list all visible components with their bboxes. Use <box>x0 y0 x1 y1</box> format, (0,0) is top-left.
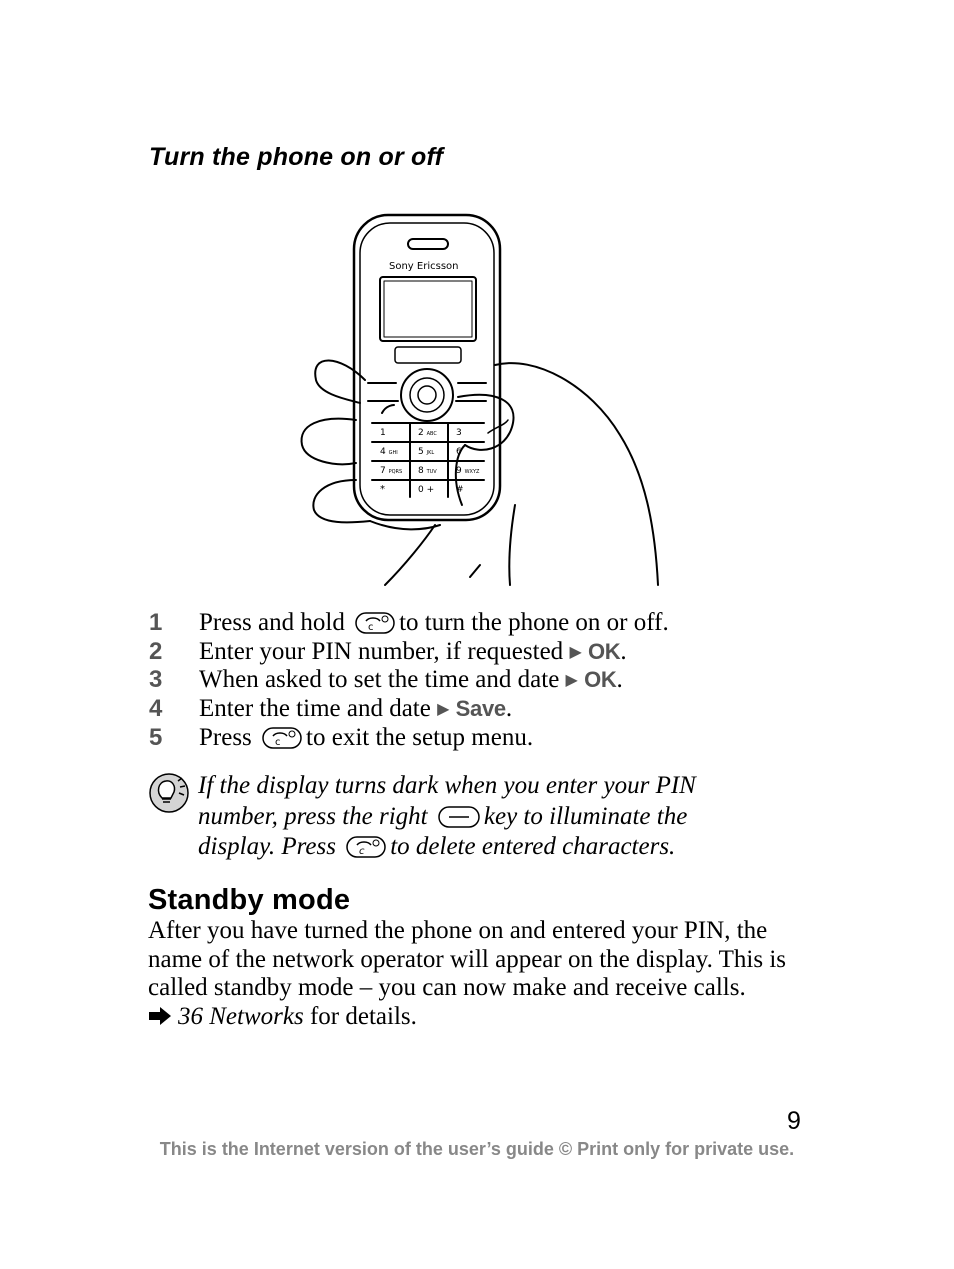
step-text: Press <box>199 723 252 751</box>
cross-reference-link[interactable]: 36 Networks <box>178 1003 304 1031</box>
tip-part: to delete entered characters. <box>390 833 676 860</box>
lightbulb-tip-icon <box>149 773 189 813</box>
end-key-icon: c <box>346 836 386 858</box>
svg-text:c: c <box>359 846 365 857</box>
svg-text:9 WXYZ: 9 WXYZ <box>456 466 480 476</box>
xref-suffix: for details. <box>309 1003 417 1031</box>
phone-brand-label: Sony Ericsson <box>389 261 458 272</box>
svg-text:#: # <box>456 485 464 495</box>
tip-text: If the display turns dark when you enter… <box>198 771 758 863</box>
step-text: Enter your PIN number, if requested <box>199 637 564 665</box>
standby-body-text: After you have turned the phone on and e… <box>148 917 787 1002</box>
step-number: 3 <box>149 666 163 694</box>
svg-text:*: * <box>380 484 385 495</box>
standby-body: After you have turned the phone on and e… <box>148 917 808 1032</box>
right-selection-key-icon <box>438 805 480 828</box>
step-number: 2 <box>149 637 163 665</box>
step-punct: . <box>505 695 513 723</box>
svg-text:5 JKL: 5 JKL <box>418 447 434 457</box>
end-key-icon: c <box>355 612 395 634</box>
tip-part: key to illuminate the display. Press <box>198 802 688 861</box>
step-text: Press and hold <box>199 609 345 636</box>
step-number: 5 <box>149 723 163 751</box>
svg-text:2 ABC: 2 ABC <box>418 428 437 438</box>
standby-heading: Standby mode <box>148 884 351 916</box>
step-text-after: to turn the phone on or off. <box>399 609 669 636</box>
select-arrow-icon: ▶ <box>569 641 582 661</box>
step-text: When asked to set the time and date <box>199 666 560 694</box>
svg-text:4 GHI: 4 GHI <box>380 447 398 457</box>
step-text-after: to exit the setup menu. <box>306 723 534 751</box>
step-number: 1 <box>149 609 163 636</box>
tip-part: If the display turns dark when you enter… <box>198 772 696 830</box>
svg-text:0 +: 0 + <box>418 485 434 495</box>
step-punct: . <box>616 666 623 694</box>
page-number: 9 <box>787 1107 801 1135</box>
softkey-label: Save <box>455 696 506 722</box>
step-number: 4 <box>149 695 163 723</box>
arrow-right-icon <box>149 1007 171 1026</box>
end-key-icon: c <box>262 727 302 749</box>
phone-illustration: Sony Ericsson 1 2 ABC 3 4 GHI 5 JKL 6 7 … <box>300 213 659 586</box>
svg-text:1: 1 <box>380 428 386 438</box>
svg-text:c: c <box>368 622 374 633</box>
step-punct: . <box>620 637 627 665</box>
step-text: Enter the time and date <box>199 695 431 723</box>
select-arrow-icon: ▶ <box>565 670 578 690</box>
softkey-label: OK <box>588 638 621 664</box>
select-arrow-icon: ▶ <box>437 699 450 719</box>
svg-text:6: 6 <box>456 447 462 457</box>
svg-text:c: c <box>275 737 281 748</box>
svg-text:7 PQRS: 7 PQRS <box>380 466 402 476</box>
section-title: Turn the phone on or off <box>149 143 444 171</box>
svg-text:8 TUV: 8 TUV <box>418 466 437 476</box>
softkey-label: OK <box>584 667 617 693</box>
footer-notice: This is the Internet version of the user… <box>159 1139 795 1159</box>
svg-text:3: 3 <box>456 428 462 438</box>
